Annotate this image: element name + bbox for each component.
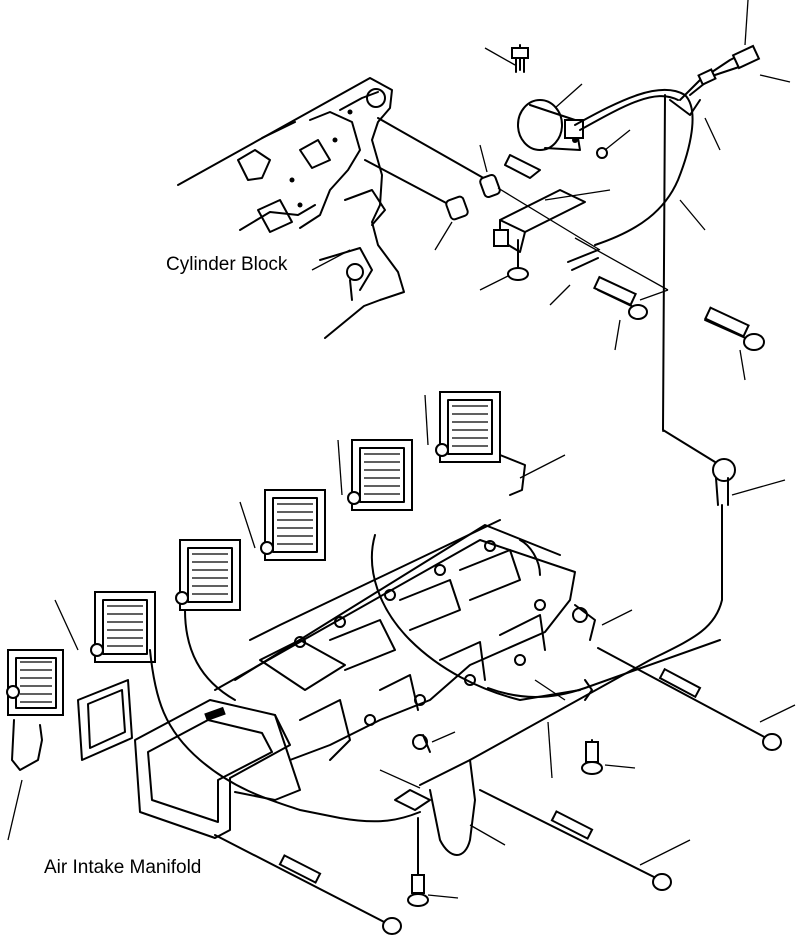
heater-units (6, 391, 526, 771)
air-intake-manifold (134, 519, 596, 839)
cylinder-block (177, 77, 405, 339)
wiring-harness-upper (419, 44, 761, 786)
manifold-gasket (77, 679, 133, 761)
glow-plug-relay (504, 44, 608, 179)
air-intake-manifold-label: Air Intake Manifold (42, 857, 204, 879)
leader-lines (7, 0, 796, 899)
cylinder-block-label: Cylinder Block (164, 254, 290, 276)
dowel-pins (364, 117, 669, 291)
wiring-harness-lower (149, 534, 721, 856)
relay-bracket (493, 189, 765, 351)
mounting-bolts (214, 647, 782, 935)
